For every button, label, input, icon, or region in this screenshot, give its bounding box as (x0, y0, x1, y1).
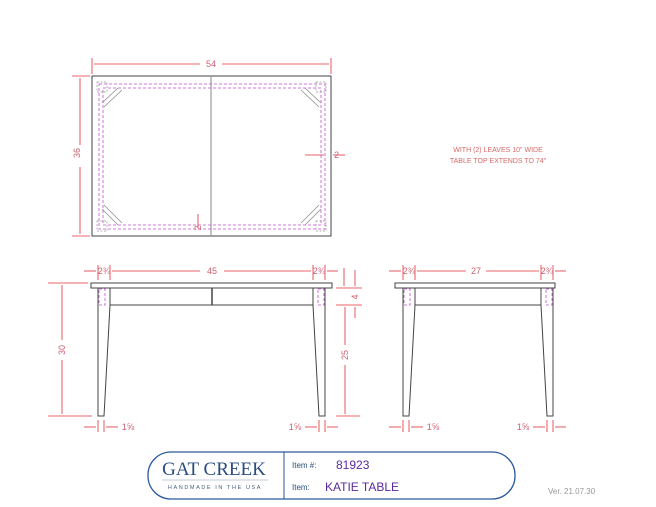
front-right-leg (312, 288, 326, 417)
dim-front-overhang-left: 2¾ (98, 266, 111, 276)
title-block: GAT CREEK HANDMADE IN THE USA Item #: 81… (147, 451, 516, 500)
dim-side-foot-left: 1⅝ (427, 422, 440, 432)
front-left-leg (97, 288, 111, 417)
apron-hidden-outer (98, 83, 326, 230)
side-view: 2¾ 27 2¾ 1⅝ 1⅝ (389, 265, 566, 432)
side-left-leg (402, 288, 416, 417)
dim-side-overhang-left: 2¾ (403, 266, 416, 276)
note-line-2: TABLE TOP EXTENDS TO 74" (450, 158, 547, 165)
item-name: KATIE TABLE (325, 480, 399, 494)
dim-apron-inset-side: 2 (334, 150, 339, 160)
note-line-1: WITH (2) LEAVES 10" WIDE (453, 147, 543, 154)
dim-depth: 36 (72, 148, 82, 158)
dim-leg-clearance: 25 (340, 350, 350, 360)
dim-side-overhang-right: 2¾ (541, 266, 554, 276)
leg-corners (96, 81, 327, 232)
brand-logo: GAT CREEK (162, 459, 266, 480)
top-view: 54 36 2 2 (72, 58, 345, 237)
front-view: 2¾ 45 2¾ 30 4 25 1⅝ 1⅝ (48, 265, 362, 432)
dim-side-span: 27 (471, 266, 481, 276)
dim-width: 54 (206, 59, 216, 69)
dim-front-overhang-right: 2¾ (313, 266, 326, 276)
brand-tagline: HANDMADE IN THE USA (168, 485, 262, 491)
dim-apron-inset-end: 2 (193, 225, 203, 230)
dim-apron-height: 4 (350, 294, 360, 299)
corner-braces (101, 87, 322, 226)
front-top (90, 282, 333, 289)
apron-hidden-inner (102, 87, 322, 226)
dim-front-span: 45 (207, 266, 217, 276)
item-number: 81923 (336, 458, 370, 472)
item-number-label: Item #: (292, 461, 316, 470)
dim-side-foot-right: 1⅝ (517, 422, 530, 432)
dim-front-foot-right: 1⅝ (289, 422, 302, 432)
side-right-leg (540, 288, 554, 417)
dim-height: 30 (57, 345, 67, 355)
item-label: Item: (292, 483, 310, 492)
dim-front-foot-left: 1⅝ (122, 422, 135, 432)
version-text: Ver. 21.07.30 (548, 487, 596, 496)
side-top (394, 282, 556, 289)
